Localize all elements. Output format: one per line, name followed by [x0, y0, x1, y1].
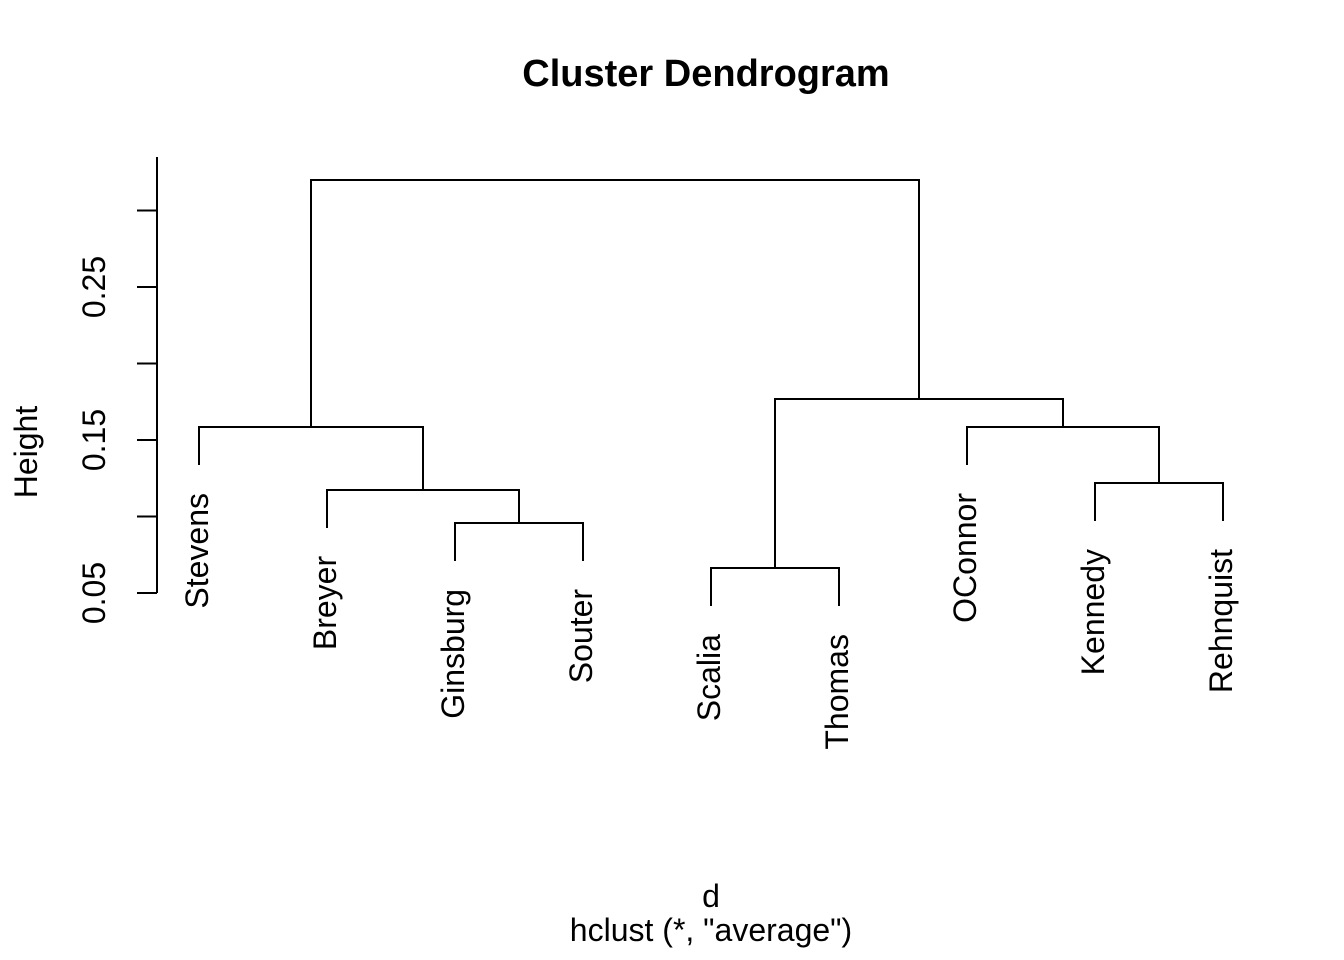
- leaf-label-stevens: Stevens: [179, 493, 215, 609]
- dendrogram-branch: [966, 425, 1160, 483]
- leaf-label-breyer: Breyer: [307, 556, 343, 651]
- leaf-label-kennedy: Kennedy: [1075, 549, 1111, 675]
- y-tick-label: 0.25: [76, 256, 112, 318]
- hclust-call-caption: hclust (*, "average"): [569, 912, 853, 948]
- leaf-label-scalia: Scalia: [691, 634, 727, 721]
- leaf-label-oconnor: OConnor: [947, 493, 983, 623]
- dendrogram-branch: [1094, 481, 1224, 521]
- dendrogram-branch: [710, 567, 840, 607]
- y-axis: 0.05 0.15 0.25: [76, 156, 158, 624]
- chart-title: Cluster Dendrogram: [522, 53, 890, 95]
- leaf-label-souter: Souter: [563, 589, 599, 684]
- dendrogram-branch: [774, 397, 1064, 569]
- y-tick-label: 0.15: [76, 409, 112, 471]
- dendrogram-branch: [454, 521, 584, 561]
- leaf-label-thomas: Thomas: [819, 634, 855, 750]
- y-tick-label: 0.05: [76, 562, 112, 624]
- leaf-label-rehnquist: Rehnquist: [1203, 549, 1239, 693]
- x-axis-label: d: [702, 878, 720, 914]
- leaf-label-ginsburg: Ginsburg: [435, 589, 471, 719]
- dendrogram-tree: [198, 178, 1224, 607]
- dendrogram-branch: [310, 178, 920, 427]
- dendrogram-branch: [198, 425, 424, 490]
